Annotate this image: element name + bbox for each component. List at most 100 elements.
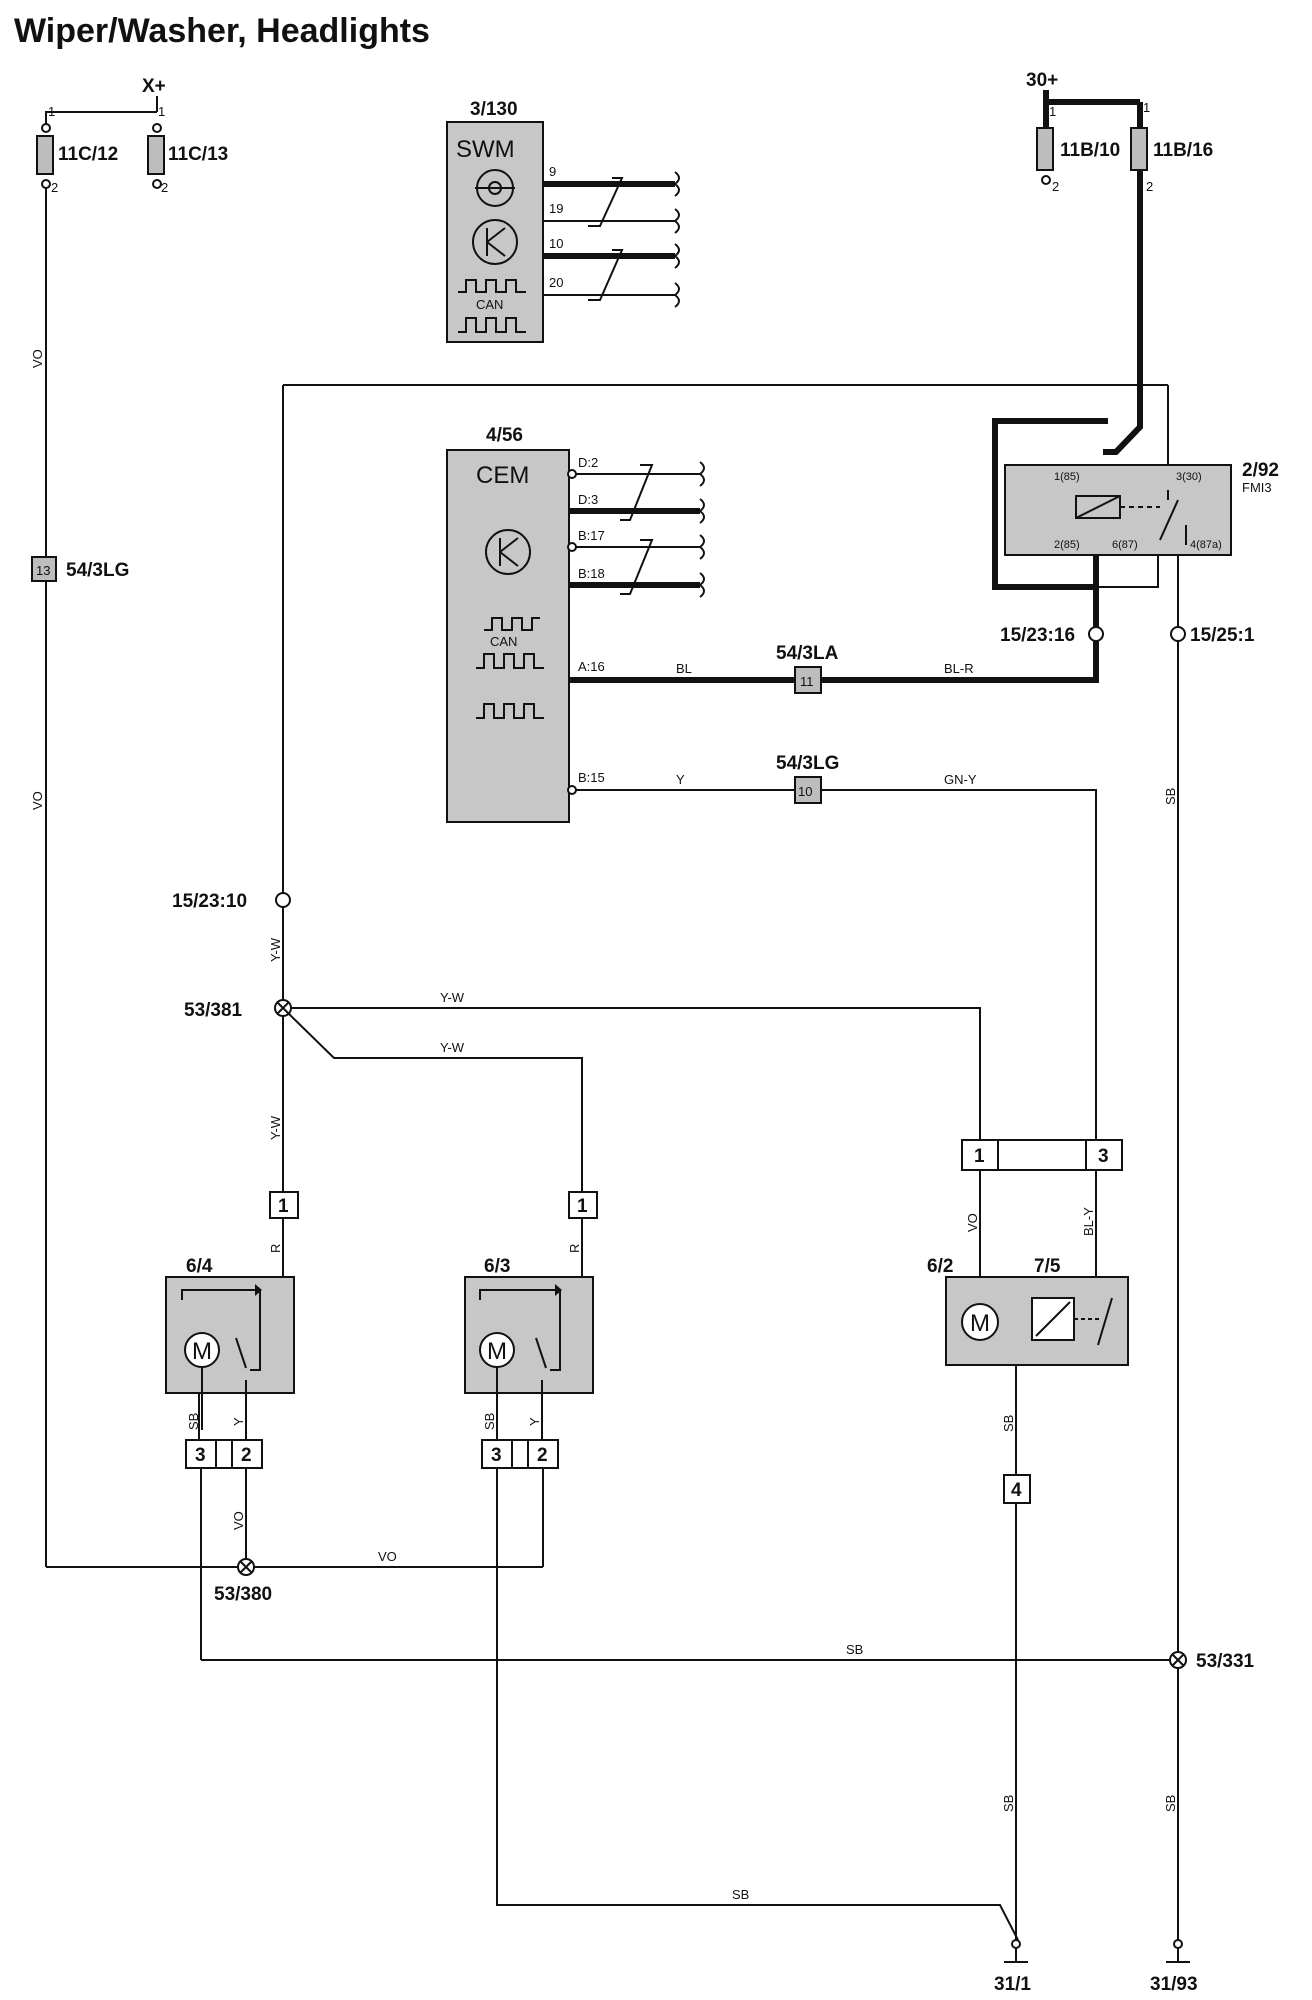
b30-pin-2a: 2 (1052, 179, 1059, 194)
relay-pin-1-85: 1(85) (1054, 471, 1080, 483)
battery-30-feed: 30+ 1 1 11B/10 11B/16 2 2 (1026, 70, 1213, 455)
ground-31-1-label: 31/1 (994, 1974, 1031, 1995)
cem-pin-b17: B:17 (578, 528, 605, 543)
splice-53-380 (237, 1558, 255, 1576)
motor-6-4-box (165, 1276, 295, 1394)
connector-54-3la-label: 54/3LA (776, 643, 839, 664)
wire-label-r-2: R (567, 1244, 582, 1253)
fuse-pin-1b: 1 (158, 104, 165, 119)
motor-6-3: 1 R 6/3 M SB Y 3 2 SB (464, 1191, 1019, 1941)
b30-pin-2b: 2 (1146, 179, 1153, 194)
transistor-icon (472, 219, 518, 265)
wire-label-y-w-3: Y-W (440, 1040, 465, 1055)
wire-label-sb-pump: SB (1001, 1415, 1016, 1432)
wire-label-vo-pump: VO (965, 1213, 980, 1232)
wire-label-sb-m63: SB (482, 1413, 497, 1430)
wire-label-y-w-4: Y-W (268, 1115, 283, 1140)
fuse-11b16 (1130, 127, 1148, 171)
connector-15-23-16 (1088, 626, 1104, 642)
cem-module: 4/56 CEM CAN D:2 D:3 B:17 B:18 A:16 B:15 (446, 425, 1097, 1140)
fuse-11b16-label: 11B/16 (1153, 140, 1213, 161)
wire-label-bl-y: BL-Y (1081, 1207, 1096, 1236)
sb-ground-bus: SB 53/331 SB (201, 1642, 1255, 1940)
relay-pin-3-30: 3(30) (1176, 471, 1202, 483)
connector-15-25-1-label: 15/25:1 (1190, 625, 1255, 646)
connector-pin-3-box (1085, 1139, 1123, 1171)
relay-box (1004, 464, 1232, 556)
motor-6-3-pin-1-box (568, 1191, 598, 1219)
ground-31-1: 31/1 (994, 1939, 1031, 1995)
wire-label-y: Y (676, 772, 685, 787)
connector-pin-3: 3 (1098, 1146, 1109, 1167)
wire-label-y-w-2: Y-W (440, 990, 465, 1005)
wire-label-gn-y: GN-Y (944, 772, 977, 787)
motor-6-4: 1 R 6/4 M SB Y 3 2 VO (165, 1191, 299, 1660)
motor-6-4-pin-2: 2 (241, 1445, 252, 1466)
wire-label-sb-bottom: SB (732, 1887, 749, 1902)
cem-pin-a16: A:16 (578, 659, 605, 674)
wire-label-vo-m64: VO (231, 1511, 246, 1530)
x-plus-label: X+ (142, 76, 166, 97)
swm-id: 3/130 (470, 99, 518, 120)
x-plus-feed: X+ 1 1 11C/12 11C/13 2 2 VO VO 13 54/3LG (30, 76, 228, 1567)
fuse-pin-2a: 2 (51, 180, 58, 195)
cem-pin-b18: B:18 (578, 566, 605, 581)
motor-6-4-pin-3-box (185, 1439, 217, 1469)
can-pulse-icon-cem (484, 617, 540, 631)
wire-y-w-right (291, 1007, 981, 1140)
wire-label-vo-2: VO (30, 791, 45, 810)
wire-label-bl-r: BL-R (944, 661, 974, 676)
splice-53-381 (274, 999, 292, 1017)
can-pulse-icon-2 (458, 317, 526, 333)
motor-6-4-switch-icon (235, 1337, 247, 1369)
splice-53-331-label: 53/331 (1196, 1651, 1255, 1672)
fuse-pin-2b: 2 (161, 180, 168, 195)
steering-wheel-icon (475, 169, 515, 207)
cem-pin-b15: B:15 (578, 770, 605, 785)
connector-15-25-1 (1170, 626, 1186, 642)
wire-label-y-w-1: Y-W (268, 937, 283, 962)
connector-15-23-10-label: 15/23:10 (172, 891, 247, 912)
cem-box (446, 449, 570, 823)
ground-31-93: 31/93 (1150, 1939, 1198, 1995)
swm-can-label: CAN (476, 297, 503, 312)
wire-30-to-relay (1103, 170, 1143, 455)
swm-pin-9: 9 (549, 164, 556, 179)
connector-54-3la-11 (794, 666, 822, 694)
cem-name: CEM (476, 462, 529, 489)
swm-pin-20: 20 (549, 275, 563, 290)
connector-54-3lg-mid-label: 54/3LG (776, 753, 839, 774)
connector-54-3lg-13 (31, 556, 57, 582)
splice-53-380-label: 53/380 (214, 1584, 272, 1605)
switch-7-5-label: 7/5 (1034, 1256, 1061, 1277)
fuse-11c13-label: 11C/13 (168, 144, 228, 165)
wire-label-sb-right-2: SB (1163, 1795, 1178, 1812)
can-pulse-icon (458, 279, 526, 293)
connector-54-3lg-13-pin: 13 (36, 563, 50, 578)
wire-label-bl: BL (676, 661, 692, 676)
wire-label-sb-m64: SB (186, 1413, 201, 1430)
motor-6-3-label: 6/3 (484, 1256, 510, 1277)
motor-6-4-pin-2-box (231, 1439, 263, 1469)
pump-m: M (970, 1310, 990, 1337)
washer-feed-branch: 15/23:10 Y-W 53/381 Y-W Y-W Y-W (172, 385, 981, 1192)
wire-label-vo-1: VO (30, 349, 45, 368)
connector-pin-1: 1 (974, 1146, 985, 1167)
motor-6-4-label: 6/4 (186, 1256, 213, 1277)
motor-6-3-box (464, 1276, 594, 1394)
ground-31-93-label: 31/93 (1150, 1974, 1198, 1995)
swm-pin-10: 10 (549, 236, 563, 251)
swm-module: 3/130 SWM CAN 9 19 10 20 (446, 99, 680, 343)
pump-6-2-label: 6/2 (927, 1256, 953, 1277)
motor-6-3-switch-icon (535, 1337, 547, 1369)
fuse-11b10 (1036, 127, 1054, 171)
relay-pin-4-87a: 4(87a) (1190, 539, 1222, 551)
relay-id: 2/92 (1242, 460, 1279, 481)
swm-box (446, 121, 544, 343)
relay-switch-icon (1159, 499, 1179, 541)
fuse-11c13 (147, 135, 165, 175)
connector-54-3lg-10 (794, 776, 822, 804)
fuse-11b10-label: 11B/10 (1060, 140, 1120, 161)
level-switch-icon (1097, 1297, 1113, 1346)
